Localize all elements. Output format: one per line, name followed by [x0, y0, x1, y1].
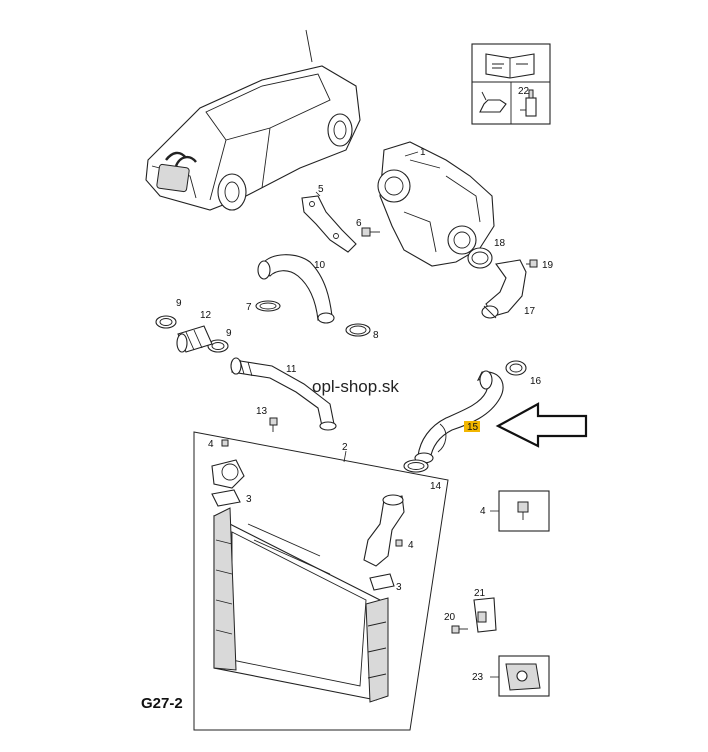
- turbocharger: [377, 141, 495, 267]
- gasket: [369, 573, 395, 591]
- label-2: 2: [342, 442, 348, 453]
- label-15: 15: [467, 422, 479, 433]
- intake-hose: [257, 254, 335, 324]
- label-20: 20: [444, 612, 456, 623]
- hose-clamp: [345, 323, 371, 337]
- label-12: 12: [200, 310, 212, 321]
- short-hose: [176, 325, 213, 353]
- label-11: 11: [286, 364, 297, 375]
- detail-box-4: [498, 490, 550, 532]
- bolt: [361, 227, 380, 237]
- watermark: opl-shop.sk: [312, 377, 399, 396]
- label-13: 13: [256, 406, 268, 417]
- bolt: [221, 439, 229, 447]
- outlet-elbow: [481, 259, 527, 319]
- label-1: 1: [420, 147, 426, 158]
- bolt: [395, 539, 403, 547]
- highlight-badge: [464, 421, 480, 432]
- bolt: [451, 625, 468, 634]
- car-illustration: [145, 29, 361, 211]
- gasket: [211, 489, 241, 507]
- tool-icon: [520, 89, 537, 117]
- label-7: 7: [246, 302, 252, 313]
- detail-box-23: [498, 655, 550, 697]
- bracket: [473, 597, 497, 633]
- manual-icon: [485, 53, 535, 79]
- gasket: [467, 247, 493, 269]
- label-9-bottom: 9: [226, 328, 232, 339]
- diagram-code: G27-2: [141, 695, 183, 712]
- label-3-right: 3: [396, 582, 402, 593]
- label-14: 14: [430, 481, 442, 492]
- label-4-top: 4: [208, 439, 214, 450]
- label-17: 17: [524, 306, 536, 317]
- intercooler-frame: [193, 431, 449, 731]
- label-22: 22: [518, 86, 530, 97]
- outlet-pipe: [363, 494, 405, 567]
- hose-clamp: [155, 315, 177, 329]
- bracket: [301, 195, 357, 253]
- label-6: 6: [356, 218, 362, 229]
- label-4-right: 4: [408, 540, 414, 551]
- label-21: 21: [474, 588, 486, 599]
- label-8: 8: [373, 330, 379, 341]
- label-16: 16: [530, 376, 542, 387]
- bolt: [526, 259, 538, 268]
- hose-clamp: [207, 339, 229, 353]
- label-10: 10: [314, 260, 326, 271]
- label-3-left: 3: [246, 494, 252, 505]
- label-18: 18: [494, 238, 506, 249]
- bolt: [269, 417, 278, 432]
- label-5: 5: [318, 184, 324, 195]
- label-9-top: 9: [176, 298, 182, 309]
- label-4-box: 4: [480, 506, 486, 517]
- hose-clamp: [505, 360, 527, 376]
- intercooler-pipe: [230, 357, 337, 431]
- intercooler: [213, 507, 389, 703]
- hose-clamp: [255, 300, 281, 312]
- label-23: 23: [472, 672, 484, 683]
- charge-air-hose: [414, 370, 504, 464]
- label-19: 19: [542, 260, 554, 271]
- inlet-flange: [211, 459, 245, 489]
- oil-can-icon: [479, 91, 507, 113]
- legend-box: 22: [471, 43, 551, 125]
- arrow-left-icon: [495, 402, 588, 448]
- hose-clamp: [403, 459, 429, 473]
